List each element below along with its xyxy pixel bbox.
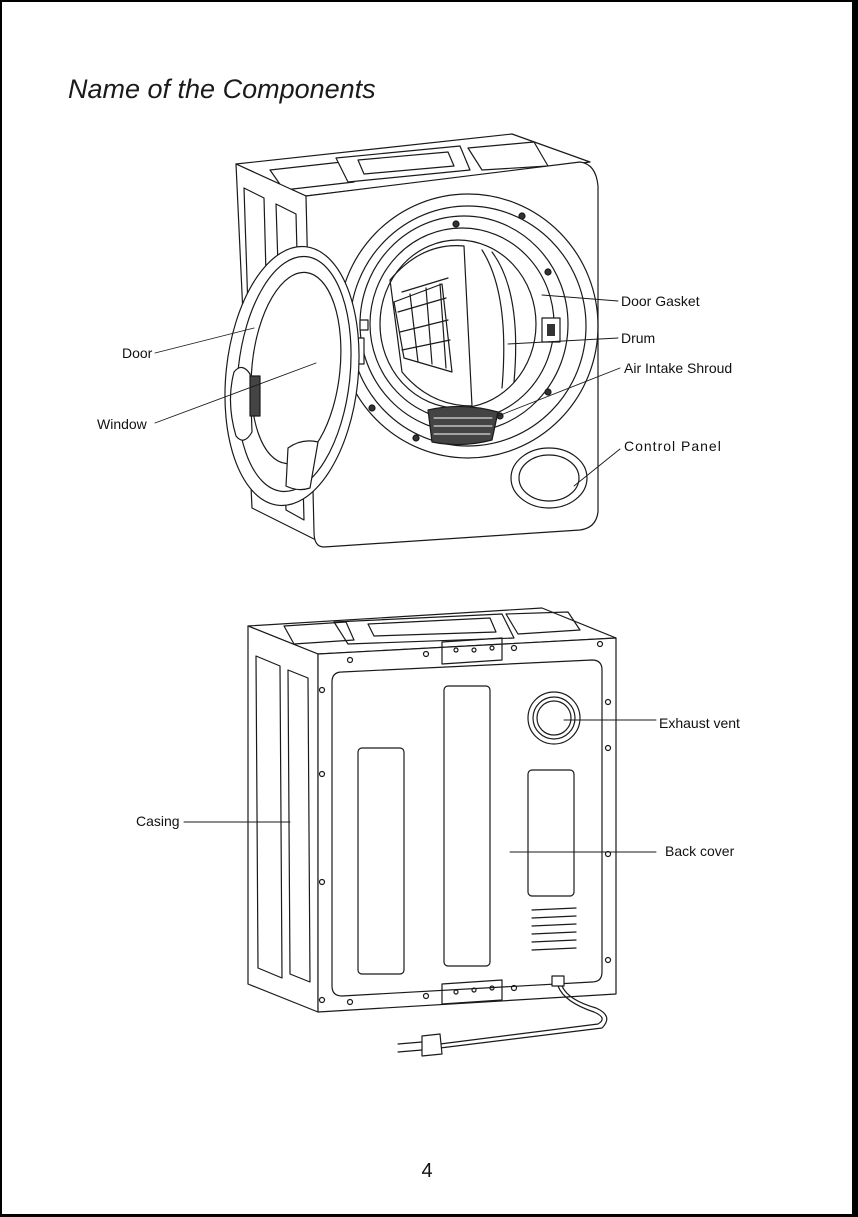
back-view-dryer-illustration xyxy=(248,608,616,1056)
label-back-cover: Back cover xyxy=(665,843,735,859)
label-door-gasket: Door Gasket xyxy=(621,293,700,309)
label-control-panel: Control Panel xyxy=(624,438,722,454)
label-casing: Casing xyxy=(136,813,180,829)
label-window: Window xyxy=(97,416,148,432)
front-view-dryer-illustration xyxy=(213,134,598,547)
label-air-intake-shroud: Air Intake Shroud xyxy=(624,360,732,376)
label-exhaust-vent: Exhaust vent xyxy=(659,715,740,731)
label-drum: Drum xyxy=(621,330,655,346)
page-number: 4 xyxy=(2,1160,852,1183)
label-door: Door xyxy=(122,345,153,361)
